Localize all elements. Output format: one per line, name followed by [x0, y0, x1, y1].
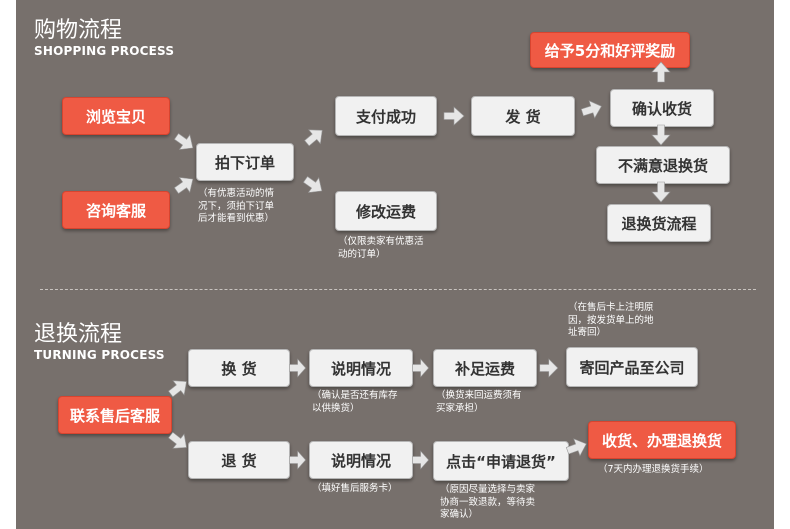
arrow-pay-shipping-to-send-back — [539, 358, 559, 378]
arrow-browse-to-order — [170, 128, 199, 156]
returns-title-en: TURNING PROCESS — [34, 348, 165, 362]
explain-2-box: 说明情况 — [309, 441, 413, 479]
arrow-exchange-to-explain — [289, 358, 307, 378]
receive-process-note: （7天内办理退换货手续） — [598, 464, 709, 475]
receive-process-box: 收货、办理退换货 — [588, 421, 736, 459]
returns-title: 退换流程 TURNING PROCESS — [34, 322, 165, 362]
consult-box: 咨询客服 — [62, 191, 170, 229]
ship-box: 发 货 — [471, 96, 575, 136]
return-flow-box: 退换货流程 — [607, 204, 711, 242]
apply-refund-note: （原因尽量选择与卖家 协商一致退款，等待卖 家确认） — [440, 484, 536, 520]
section-divider — [40, 289, 756, 290]
returns-title-zh: 退换流程 — [34, 322, 123, 347]
place-order-note: （有优惠活动的情 况下，须拍下订单 后才能看到优惠） — [198, 188, 275, 224]
explain-1-box: 说明情况 — [309, 349, 413, 387]
arrow-explain-to-pay-shipping — [412, 358, 430, 378]
explain-1-note: （确认是否还有库存 以供换货） — [312, 390, 398, 414]
shopping-title-en: SHOPPING PROCESS — [34, 44, 175, 58]
modify-shipping-note: （仅限卖家有优惠活 动的订单） — [338, 236, 424, 260]
arrow-pay-to-ship — [443, 106, 465, 126]
reward-box: 给予5分和好评奖励 — [530, 32, 690, 68]
arrow-unsatisfied-to-return — [651, 181, 671, 203]
pay-success-box: 支付成功 — [335, 96, 437, 136]
arrow-confirm-to-unsatisfied — [651, 124, 671, 146]
arrow-order-to-pay — [300, 122, 329, 151]
modify-shipping-box: 修改运费 — [335, 191, 437, 231]
shopping-title: 购物流程 SHOPPING PROCESS — [34, 18, 174, 58]
arrow-order-to-modify — [299, 171, 328, 199]
apply-refund-box: 点击“申请退货” — [433, 441, 569, 481]
arrow-consult-to-order — [170, 171, 199, 199]
pay-shipping-note: （换货来回运费须有 买家承担） — [436, 390, 522, 414]
arrow-apply-to-receive — [563, 434, 590, 460]
pay-shipping-box: 补足运费 — [433, 349, 537, 387]
arrow-confirm-to-reward — [651, 61, 671, 83]
arrow-contact-to-refund — [164, 427, 193, 455]
explain-2-note: （填好售后服务卡） — [312, 483, 398, 494]
exchange-box: 换 货 — [188, 349, 290, 387]
arrow-contact-to-exchange — [164, 374, 193, 402]
browse-box: 浏览宝贝 — [62, 97, 170, 135]
confirm-receipt-box: 确认收货 — [610, 89, 714, 127]
place-order-box: 拍下订单 — [196, 143, 294, 181]
shopping-title-zh: 购物流程 — [34, 18, 123, 43]
arrow-ship-to-confirm — [579, 97, 605, 122]
refund-box: 退 货 — [188, 441, 290, 479]
arrow-refund-to-explain — [289, 450, 307, 470]
send-back-note: （在售后卡上注明原 因，按发货单上的地 址寄回） — [568, 302, 654, 338]
contact-box: 联系售后客服 — [58, 396, 172, 434]
send-back-box: 寄回产品至公司 — [566, 347, 698, 387]
arrow-explain-to-apply — [412, 450, 430, 470]
